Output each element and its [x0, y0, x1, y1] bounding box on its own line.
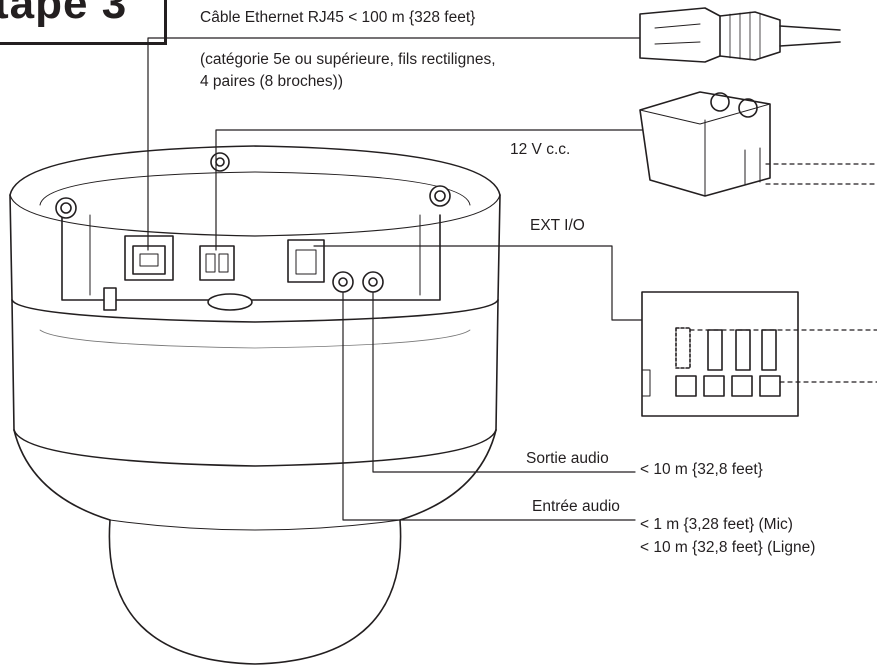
ethernet-cable-spec-line2: 4 paires (8 broches)) [200, 73, 344, 90]
power-label: 12 V c.c. [510, 141, 571, 158]
power-terminal-block [639, 91, 771, 197]
audio-out-label: Sortie audio [526, 450, 609, 467]
ethernet-cable-title: Câble Ethernet RJ45 < 100 m {328 feet} [200, 9, 476, 26]
ext-io-label: EXT I/O [530, 217, 585, 234]
leader-lines [147, 37, 649, 521]
power-wires [765, 163, 877, 185]
audio-in-line-length: < 10 m {32,8 feet} (Ligne) [640, 539, 816, 556]
audio-out-length: < 10 m {32,8 feet} [640, 461, 763, 478]
audio-in-mic-length: < 1 m {3,28 feet} (Mic) [640, 516, 793, 533]
ethernet-cable-spec-line1: (catégorie 5e ou supérieure, fils rectil… [200, 51, 496, 68]
step-heading-box: tape 3 [0, 0, 167, 45]
camera-body [9, 145, 501, 665]
audio-in-label: Entrée audio [532, 498, 620, 515]
rj45-plug [639, 7, 841, 63]
ext-io-terminal-block [641, 291, 799, 417]
step-heading: tape 3 [0, 0, 128, 28]
ext-io-wires [689, 329, 877, 383]
